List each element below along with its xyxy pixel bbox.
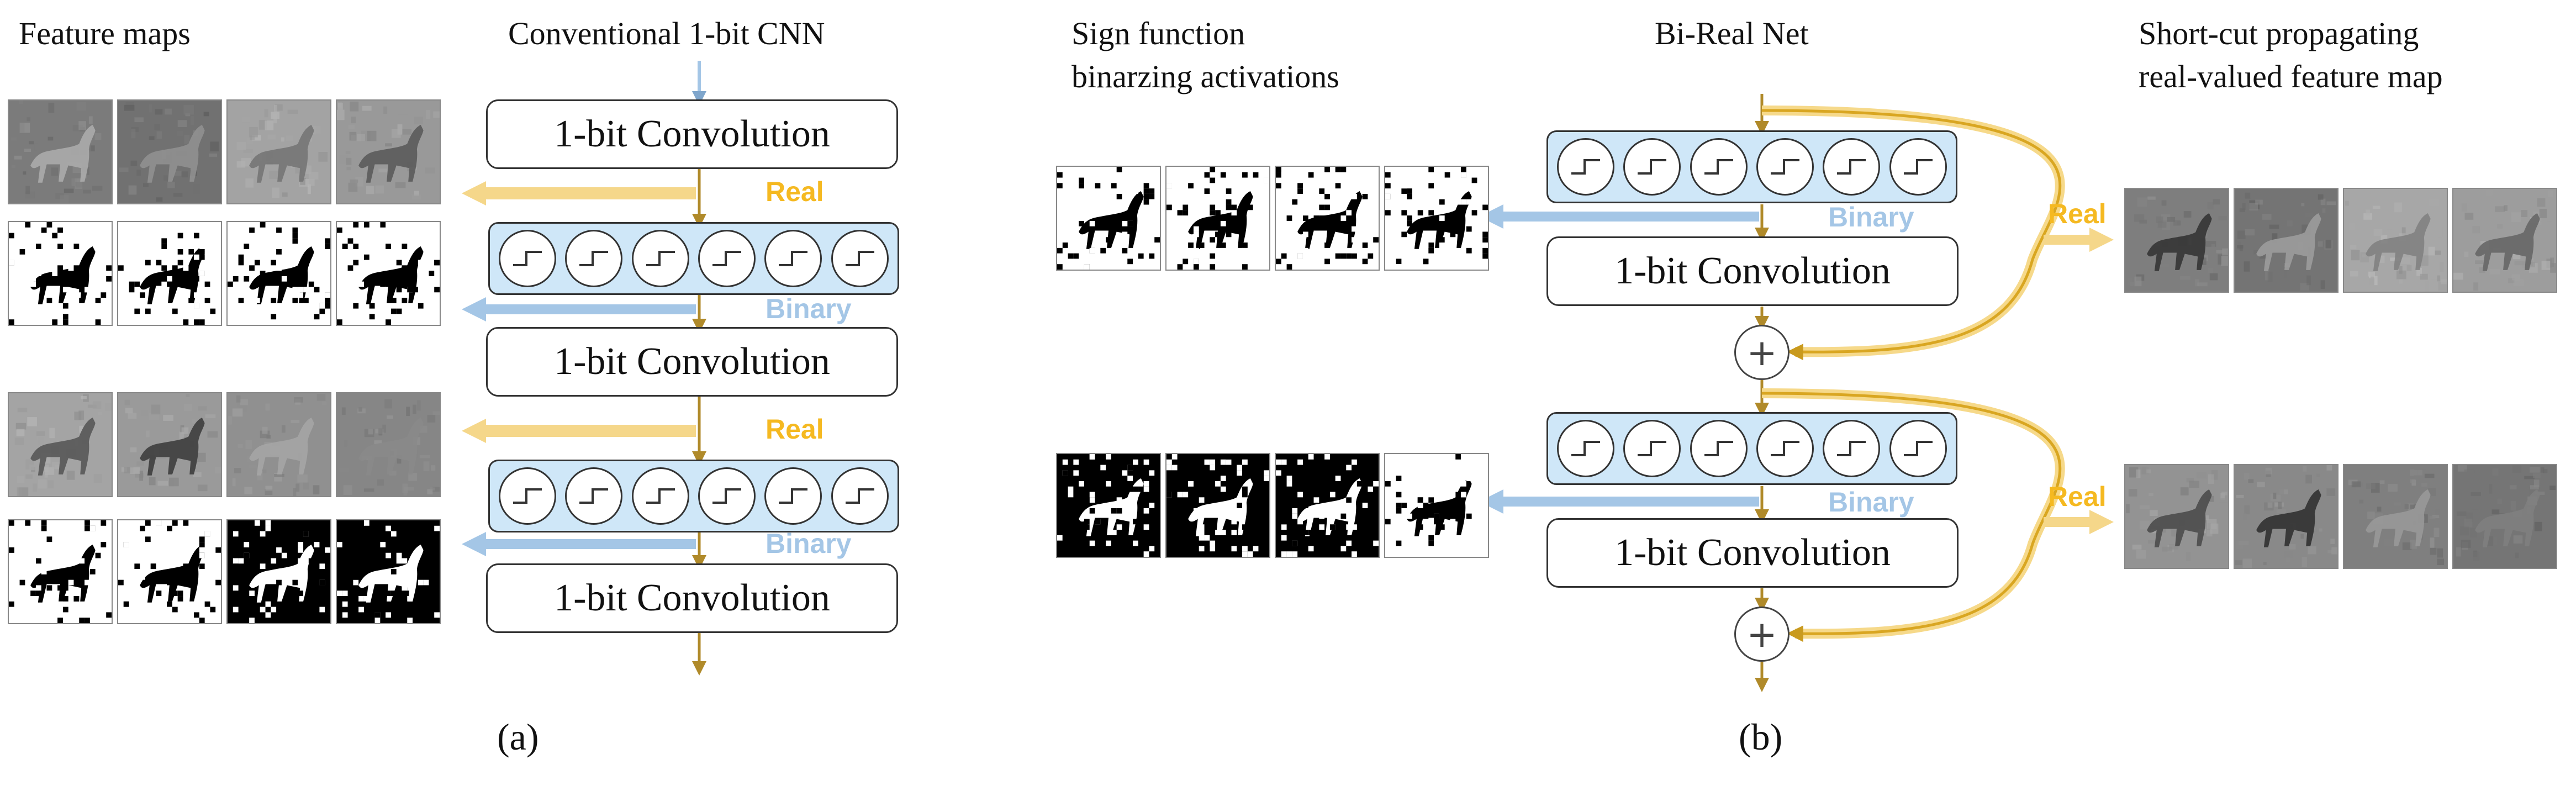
real-label-b1: Real <box>2048 198 2107 229</box>
horse-feature-map-image <box>336 519 441 624</box>
binary-label-a1: Binary <box>766 293 852 324</box>
step-function-icon <box>631 230 689 287</box>
horse-feature-map-image <box>8 221 113 326</box>
step-function-icon <box>1889 420 1947 477</box>
horse-feature-map-image <box>336 221 441 326</box>
step-function-icon <box>499 467 557 525</box>
step-function-icon <box>499 230 557 287</box>
step-function-icon <box>831 230 889 287</box>
shortcut-title-line2: real-valued feature map <box>2139 59 2443 94</box>
step-function-icon <box>1823 138 1881 196</box>
step-function-icon <box>1823 420 1881 477</box>
sign-block-a2 <box>488 460 899 532</box>
sign-block-b2 <box>1546 412 1957 485</box>
binary-label-b1: Binary <box>1828 202 1914 233</box>
sum-node-b2: + <box>1734 607 1790 662</box>
horse-feature-map-image <box>1384 453 1489 558</box>
horse-feature-map-image <box>226 519 331 624</box>
step-function-icon <box>565 230 623 287</box>
conv-block-a1: 1-bit Convolution <box>486 99 898 169</box>
real-label-a2: Real <box>766 414 824 445</box>
horse-feature-map-image <box>2234 188 2339 293</box>
horse-feature-map-image <box>336 392 441 497</box>
conv-block-b2: 1-bit Convolution <box>1546 518 1959 588</box>
conv-block-a3: 1-bit Convolution <box>486 563 898 633</box>
step-function-icon <box>831 467 889 525</box>
horse-feature-map-image <box>8 519 113 624</box>
step-function-icon <box>1623 138 1681 196</box>
caption-b: (b) <box>1739 716 1783 758</box>
real-label-b2: Real <box>2048 481 2107 512</box>
horse-feature-map-image <box>1165 453 1270 558</box>
step-function-icon <box>1889 138 1947 196</box>
step-function-icon <box>1690 420 1748 477</box>
horse-feature-map-image <box>226 99 331 204</box>
horse-feature-map-image <box>226 392 331 497</box>
conv-block-b1: 1-bit Convolution <box>1546 236 1959 306</box>
step-function-icon <box>764 230 822 287</box>
sign-function-title-line2: binarzing activations <box>1071 59 1339 94</box>
step-function-icon <box>1623 420 1681 477</box>
step-function-icon <box>1756 420 1814 477</box>
horse-feature-map-image <box>117 519 222 624</box>
sign-function-title-line1: Sign function <box>1071 15 1245 51</box>
horse-feature-map-image <box>1165 166 1270 271</box>
real-label-a1: Real <box>766 176 824 207</box>
horse-feature-map-image <box>1384 166 1489 271</box>
shortcut-1 <box>1761 109 2062 361</box>
horse-feature-map-image <box>1275 166 1380 271</box>
binary-label-a2: Binary <box>766 528 852 559</box>
horse-feature-map-image <box>2124 188 2229 293</box>
horse-feature-map-image <box>117 392 222 497</box>
horse-feature-map-image <box>336 99 441 204</box>
bi-real-net-title: Bi-Real Net <box>1655 15 1809 51</box>
conventional-cnn-title: Conventional 1-bit CNN <box>508 15 825 51</box>
horse-feature-map-image <box>2124 464 2229 569</box>
horse-feature-map-image <box>2234 464 2339 569</box>
feature-maps-title: Feature maps <box>19 15 191 51</box>
horse-feature-map-image <box>117 99 222 204</box>
horse-feature-map-image <box>226 221 331 326</box>
sum-node-b1: + <box>1734 325 1790 380</box>
shortcut-2 <box>1761 392 2062 642</box>
horse-feature-map-image <box>1056 166 1161 271</box>
horse-feature-map-image <box>1056 453 1161 558</box>
step-function-icon <box>764 467 822 525</box>
horse-feature-map-image <box>2452 464 2557 569</box>
conv-block-a2: 1-bit Convolution <box>486 327 898 397</box>
shortcut-title-line1: Short-cut propagating <box>2139 15 2419 51</box>
step-function-icon <box>698 467 756 525</box>
horse-feature-map-image <box>117 221 222 326</box>
step-function-icon <box>1557 138 1615 196</box>
horse-feature-map-image <box>2343 464 2448 569</box>
horse-feature-map-image <box>2343 188 2448 293</box>
sign-block-a1 <box>488 222 899 295</box>
step-function-icon <box>698 230 756 287</box>
step-function-icon <box>1690 138 1748 196</box>
horse-feature-map-image <box>8 392 113 497</box>
step-function-icon <box>1557 420 1615 477</box>
caption-a: (a) <box>497 716 539 758</box>
binary-label-b2: Binary <box>1828 487 1914 518</box>
sign-block-b1 <box>1546 130 1957 203</box>
step-function-icon <box>565 467 623 525</box>
horse-feature-map-image <box>8 99 113 204</box>
horse-feature-map-image <box>1275 453 1380 558</box>
step-function-icon <box>631 467 689 525</box>
horse-feature-map-image <box>2452 188 2557 293</box>
step-function-icon <box>1756 138 1814 196</box>
